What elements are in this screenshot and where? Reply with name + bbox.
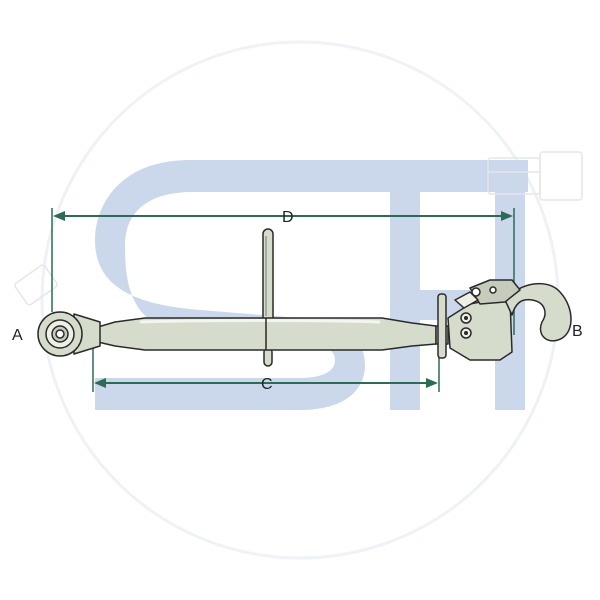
watermark-connector-right xyxy=(487,151,583,201)
ball-joint-eye xyxy=(37,311,101,357)
watermark-letter-s xyxy=(95,160,395,410)
threaded-end xyxy=(435,293,449,359)
watermark-connector-left xyxy=(14,264,58,306)
arrowhead-d-right xyxy=(501,211,513,221)
arrowhead-c-right xyxy=(426,378,438,388)
arrowhead-c-left xyxy=(94,378,106,388)
label-d: D xyxy=(282,209,294,226)
catch-hook xyxy=(447,279,572,361)
label-c: C xyxy=(261,376,273,393)
label-a: A xyxy=(12,327,23,344)
watermark-letter-h-left xyxy=(390,192,420,410)
label-b: B xyxy=(572,323,583,340)
arrowhead-d-left xyxy=(53,211,65,221)
top-link-part xyxy=(37,228,572,367)
